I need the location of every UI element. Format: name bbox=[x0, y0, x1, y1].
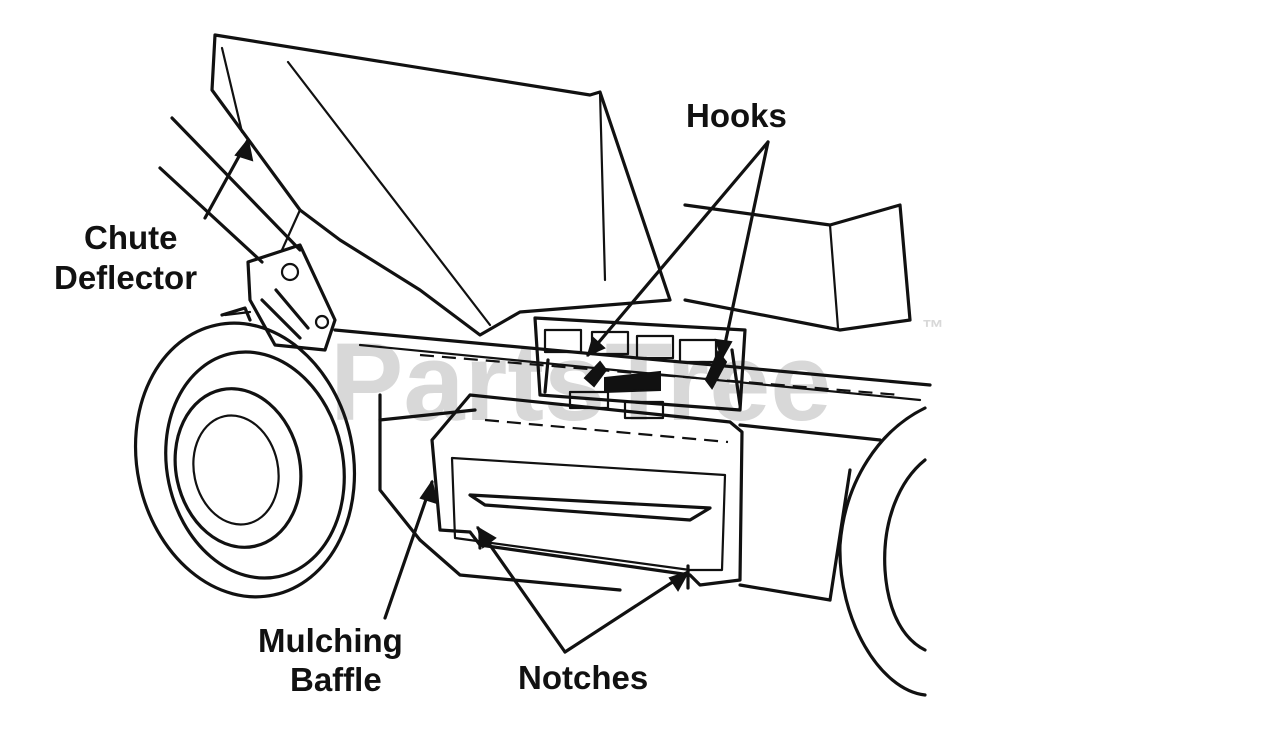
arrowhead-hook-right bbox=[714, 338, 733, 361]
label-hooks: Hooks bbox=[686, 97, 787, 134]
hook-bracket bbox=[533, 316, 747, 420]
left-wheel bbox=[133, 306, 357, 599]
right-wheel bbox=[838, 406, 927, 697]
arrowhead-notch-right bbox=[668, 570, 691, 592]
arrowhead-hook-left bbox=[586, 336, 606, 357]
chute-deflector bbox=[210, 33, 672, 337]
handle-bars bbox=[158, 116, 302, 264]
engine-block bbox=[683, 203, 912, 332]
left-hook bbox=[583, 360, 608, 388]
label-mulching-line1: Mulching bbox=[258, 622, 403, 659]
label-notches: Notches bbox=[518, 659, 648, 696]
right-hook bbox=[704, 350, 728, 390]
mower-deck bbox=[333, 328, 932, 602]
label-chute-line1: Chute bbox=[84, 219, 178, 256]
label-chute-line2: Deflector bbox=[54, 259, 197, 296]
leader-arrows bbox=[203, 137, 770, 654]
callout-labels: Hooks Chute Deflector Mulching Baffle No… bbox=[54, 97, 787, 698]
label-mulching-line2: Baffle bbox=[290, 661, 382, 698]
arrowhead-chute bbox=[234, 137, 254, 162]
mulching-baffle bbox=[430, 393, 744, 590]
arrowhead-baffle bbox=[419, 479, 439, 505]
arrowhead-notch-left bbox=[476, 525, 497, 549]
watermark-trademark: ™ bbox=[922, 315, 944, 340]
